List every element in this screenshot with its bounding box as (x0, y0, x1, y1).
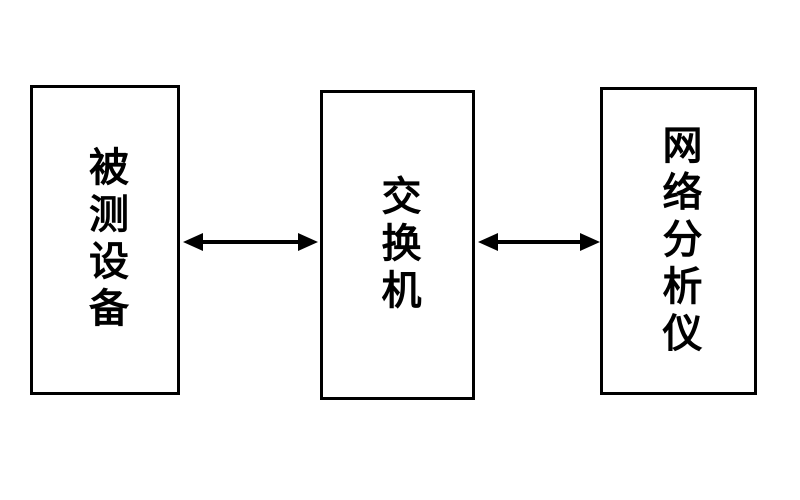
bidirectional-arrow-right-icon (478, 233, 600, 251)
box-switch: 交换机 (320, 90, 475, 400)
box-network-analyzer: 网络分析仪 (600, 87, 757, 395)
bidirectional-arrow-left-icon (183, 233, 318, 251)
box-device-under-test-label: 被测设备 (83, 146, 128, 334)
box-switch-label: 交换机 (375, 174, 421, 316)
box-network-analyzer-label: 网络分析仪 (656, 123, 702, 359)
box-device-under-test: 被测设备 (30, 85, 180, 395)
